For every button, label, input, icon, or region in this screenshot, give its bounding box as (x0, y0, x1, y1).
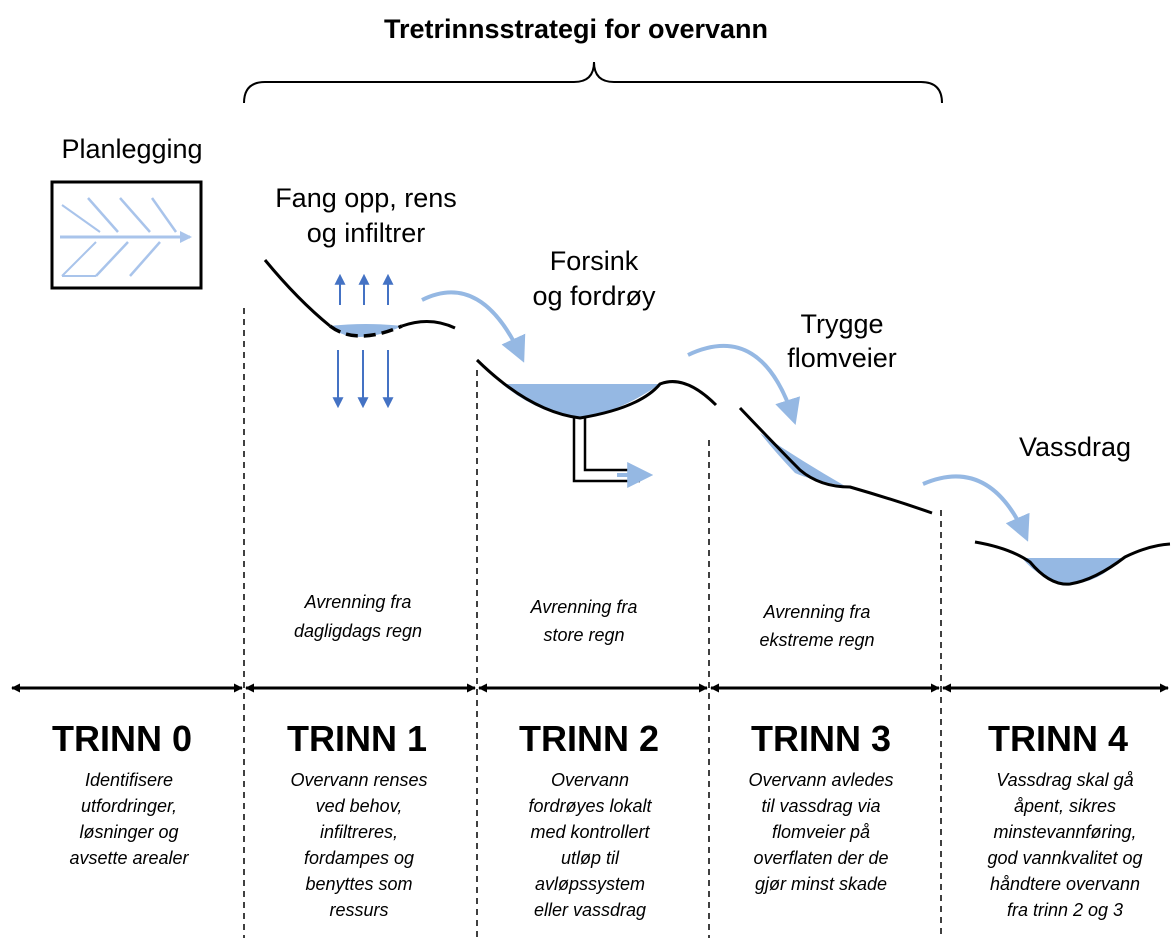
stage-heading-2: TRINN 2 (519, 718, 659, 759)
stage-dividers (243, 308, 942, 938)
stage-heading-4: TRINN 4 (988, 718, 1128, 759)
svg-text:løsninger og: løsninger og (79, 822, 178, 842)
floodway-slope (738, 406, 933, 515)
stage-desc-0: Identifisere utfordringer, løsninger og … (69, 770, 189, 868)
svg-text:eller vassdrag: eller vassdrag (534, 900, 646, 920)
stage-desc-2: Overvann fordrøyes lokalt med kontroller… (528, 770, 652, 920)
svg-text:ekstreme regn: ekstreme regn (759, 630, 874, 650)
stage-desc-3: Overvann avledes til vassdrag via flomve… (748, 770, 893, 894)
label-capture-clean-infiltrate: Fang opp, rens og infiltrer (275, 183, 457, 248)
label-delay-detain: Forsink og fordrøy (532, 246, 656, 311)
stage-heading-3: TRINN 3 (751, 718, 891, 759)
flow-arrows (421, 290, 1030, 542)
svg-text:håndtere overvann: håndtere overvann (990, 874, 1140, 894)
svg-text:avsette arealer: avsette arealer (69, 848, 189, 868)
label-safe-floodways: Trygge flomveier (787, 309, 897, 373)
svg-text:fordrøyes lokalt: fordrøyes lokalt (528, 796, 652, 816)
evaporation-arrows (334, 273, 394, 305)
svg-text:fra trinn 2 og 3: fra trinn 2 og 3 (1007, 900, 1123, 920)
planning-label: Planlegging (61, 134, 202, 164)
svg-text:Overvann renses: Overvann renses (290, 770, 427, 790)
svg-text:Overvann avledes: Overvann avledes (748, 770, 893, 790)
stage-desc-4: Vassdrag skal gå åpent, sikres minstevan… (987, 770, 1142, 920)
svg-text:infiltreres,: infiltreres, (320, 822, 398, 842)
svg-text:fordampes og: fordampes og (304, 848, 414, 868)
runoff-large-rain: Avrenning fra store regn (530, 597, 638, 645)
svg-text:god vannkvalitet og: god vannkvalitet og (987, 848, 1142, 868)
infiltration-arrows (332, 350, 394, 409)
svg-text:avløpssystem: avløpssystem (535, 874, 645, 894)
svg-text:ved behov,: ved behov, (316, 796, 403, 816)
svg-text:Avrenning fra: Avrenning fra (304, 592, 412, 612)
svg-text:ressurs: ressurs (329, 900, 388, 920)
svg-text:Identifisere: Identifisere (85, 770, 173, 790)
infiltration-swale (263, 259, 456, 338)
flow-arrow-3 (922, 474, 1030, 542)
svg-text:Overvann: Overvann (551, 770, 629, 790)
runoff-extreme-rain: Avrenning fra ekstreme regn (759, 602, 874, 650)
svg-text:overflaten der de: overflaten der de (753, 848, 888, 868)
svg-text:Trygge: Trygge (800, 309, 883, 339)
svg-text:dagligdags regn: dagligdags regn (294, 621, 422, 641)
diagram-title: Tretrinnsstrategi for overvann (384, 14, 768, 44)
flow-arrow-1 (421, 290, 526, 363)
stage-desc-1: Overvann renses ved behov, infiltreres, … (290, 770, 427, 920)
svg-text:Vassdrag skal gå: Vassdrag skal gå (996, 770, 1133, 790)
svg-text:og fordrøy: og fordrøy (532, 281, 656, 311)
stage-brace (243, 61, 943, 104)
stage-heading-1: TRINN 1 (287, 718, 427, 759)
watercourse-channel (974, 540, 1171, 586)
svg-text:og infiltrer: og infiltrer (307, 218, 426, 248)
svg-text:til vassdrag via: til vassdrag via (761, 796, 880, 816)
svg-text:med kontrollert: med kontrollert (530, 822, 650, 842)
svg-text:gjør minst skade: gjør minst skade (755, 874, 887, 894)
label-watercourse: Vassdrag (1019, 432, 1131, 462)
svg-text:Avrenning fra: Avrenning fra (763, 602, 871, 622)
svg-text:Forsink: Forsink (550, 246, 639, 276)
flow-arrow-2 (687, 344, 801, 425)
svg-text:flomveier på: flomveier på (772, 822, 870, 842)
svg-text:Avrenning fra: Avrenning fra (530, 597, 638, 617)
svg-text:store regn: store regn (543, 625, 624, 645)
svg-text:flomveier: flomveier (787, 343, 897, 373)
stage-heading-0: TRINN 0 (52, 718, 192, 759)
svg-text:utløp til: utløp til (561, 848, 620, 868)
svg-text:Fang opp, rens: Fang opp, rens (275, 183, 457, 213)
svg-text:minstevannføring,: minstevannføring, (993, 822, 1136, 842)
svg-text:utfordringer,: utfordringer, (81, 796, 177, 816)
fishbone-icon (50, 180, 203, 290)
svg-text:benyttes som: benyttes som (305, 874, 412, 894)
detention-basin (475, 358, 718, 488)
svg-text:åpent, sikres: åpent, sikres (1014, 796, 1116, 816)
runoff-daily-rain: Avrenning fra dagligdags regn (294, 592, 422, 641)
